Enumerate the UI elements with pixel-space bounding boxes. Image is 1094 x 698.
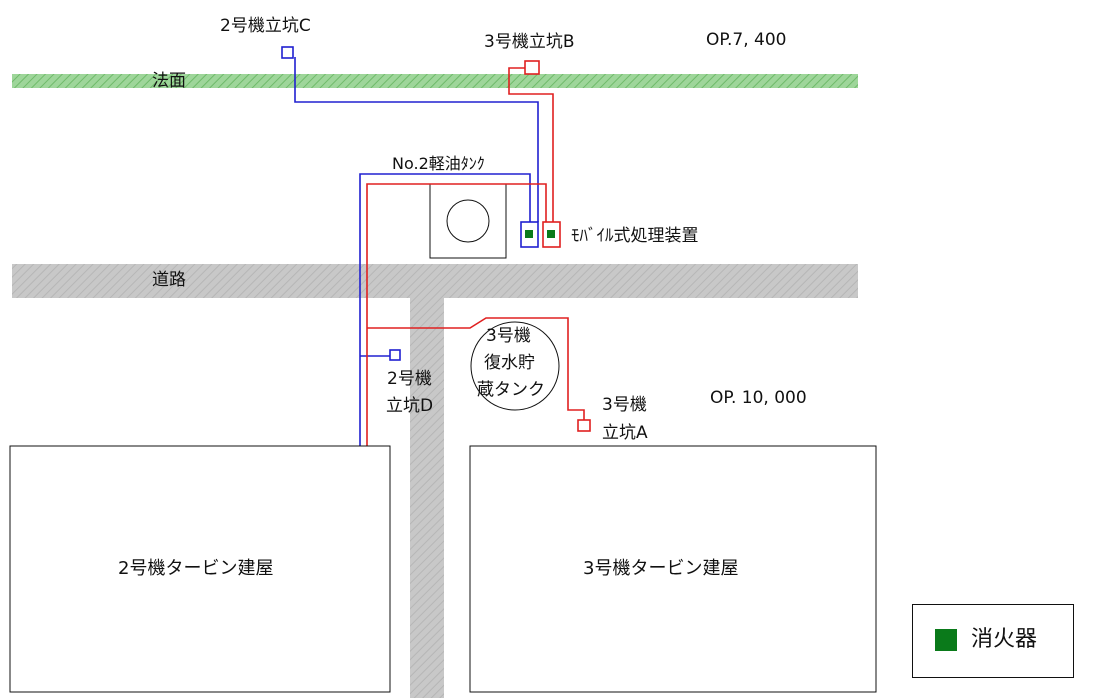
shaft-3b-label: 3号機立坑B	[484, 32, 575, 52]
road-horizontal	[12, 264, 858, 298]
fuel-tank-label: No.2軽油ﾀﾝｸ	[392, 154, 485, 173]
shaft-2d-label-2: 立坑D	[386, 396, 434, 416]
shaft-3a-marker	[577, 419, 591, 432]
extinguisher-icon	[525, 230, 533, 238]
turbine-3-label: 3号機タービン建屋	[583, 558, 739, 579]
cst-label-1: 3号機	[486, 326, 531, 346]
shaft-3a-label-1: 3号機	[602, 395, 647, 415]
cst-label-3: 蔵タンク	[477, 380, 545, 400]
shaft-3b-marker	[524, 60, 540, 75]
turbine-2-label: 2号機タービン建屋	[118, 558, 274, 579]
red-hose-line	[508, 67, 554, 222]
blue-hose-line	[294, 57, 539, 222]
shaft-3a-label-2: 立坑A	[602, 423, 648, 443]
slope-label: 法面	[152, 71, 186, 91]
cst-circle	[470, 321, 560, 411]
red-hose-line-2	[366, 183, 547, 446]
shaft-2d-label-1: 2号機	[387, 369, 432, 389]
slope-band	[12, 74, 858, 88]
op-bottom-label: OP. 10, 000	[710, 388, 807, 408]
op-top-label: OP.7, 400	[706, 30, 787, 50]
turbine-2-building	[9, 445, 391, 693]
green-square-icon	[935, 629, 957, 651]
road-vertical	[410, 298, 444, 698]
blue-hose-line-2	[359, 173, 531, 446]
legend-box: 消火器	[912, 604, 1074, 678]
turbine-3-building	[469, 445, 877, 693]
shaft-2c-label: 2号機立坑C	[220, 16, 311, 36]
mobile-unit-label: ﾓﾊﾞｲﾙ式処理装置	[571, 226, 699, 246]
road-label: 道路	[152, 270, 186, 290]
legend-label: 消火器	[971, 627, 1038, 652]
fuel-tank-circle	[446, 199, 490, 243]
red-branch-a	[367, 317, 585, 420]
shaft-2c-marker	[281, 46, 294, 59]
shaft-2d-marker	[389, 349, 401, 361]
extinguisher-icon	[547, 230, 555, 238]
cst-label-2: 復水貯	[484, 353, 535, 373]
